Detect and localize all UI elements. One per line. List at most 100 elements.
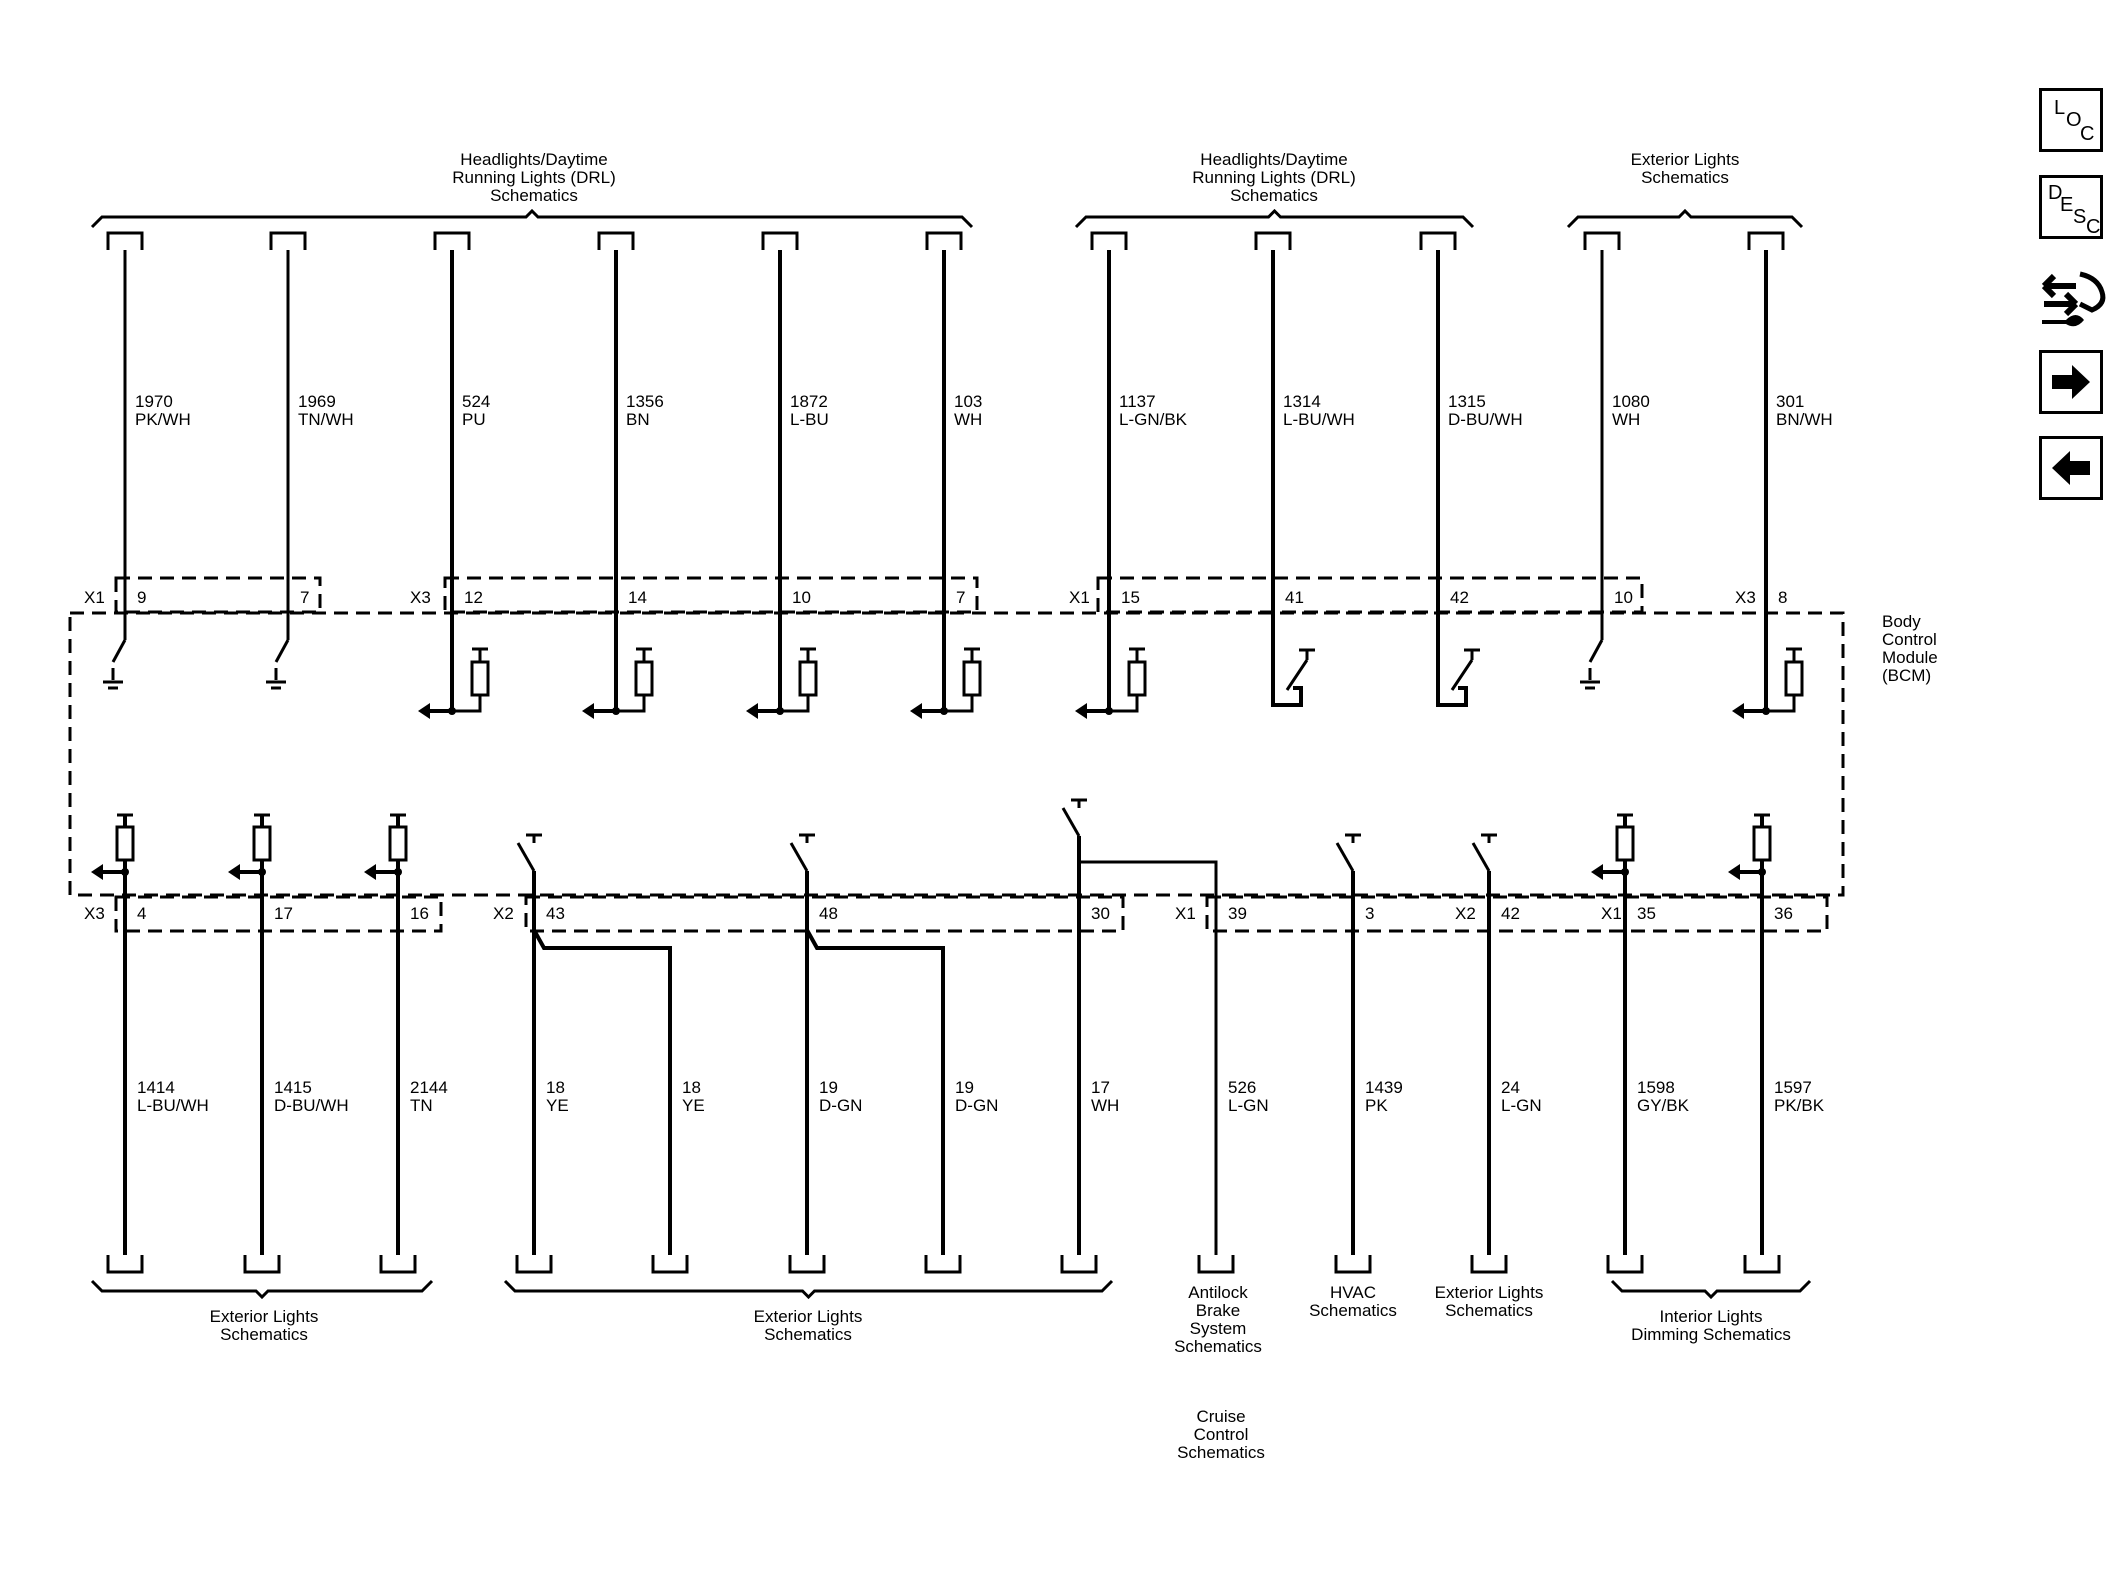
bottom-wire-color: PK/BK (1774, 1096, 1825, 1115)
bottom-wire-color: YE (682, 1096, 705, 1115)
top-wire-pin: 7 (956, 588, 965, 607)
top-wire-circuit: 1970 (135, 392, 173, 411)
junction-dot (121, 868, 129, 876)
bottom-wire-circuit: 2144 (410, 1078, 448, 1097)
bottom-terminal (1334, 1255, 1372, 1274)
footer-note-label: Control (1194, 1425, 1249, 1444)
top-wire (1271, 250, 1303, 707)
bottom-wire-circuit: 18 (546, 1078, 565, 1097)
pullup-resistor (1127, 660, 1147, 697)
bottom-harness-bracket (90, 1279, 434, 1300)
arrow-right-icon (2052, 365, 2090, 399)
pullup-link (944, 695, 974, 713)
pullup-resistor (634, 660, 654, 697)
bottom-connector-id: X2 (493, 904, 514, 923)
bottom-connector-id: X2 (1455, 904, 1476, 923)
harness-brackets (90, 208, 1812, 1300)
bottom-group-label: HVAC (1330, 1283, 1376, 1302)
bottom-terminal (379, 1255, 417, 1274)
top-terminal (925, 231, 963, 250)
top-wire-circuit: 301 (1776, 392, 1804, 411)
switch-contact (516, 842, 536, 872)
bottom-wire-branch (532, 929, 672, 1255)
bottom-wire-color: TN (410, 1096, 433, 1115)
bottom-wire-pin: 3 (1365, 904, 1374, 923)
top-connector-id: X1 (1069, 588, 1090, 607)
bcm-label-4: (BCM) (1882, 666, 1931, 685)
pullup-resistor (252, 825, 272, 862)
bottom-group-label: Exterior Lights (1435, 1283, 1544, 1302)
top-wire-color: TN/WH (298, 410, 354, 429)
top-wire-circuit: 1137 (1119, 392, 1156, 411)
top-group-label: Schematics (1230, 186, 1318, 205)
pullup-resistor (962, 660, 982, 697)
bottom-wire-color: WH (1091, 1096, 1119, 1115)
switch-contact (1285, 659, 1309, 691)
top-terminal (1583, 231, 1621, 250)
connector-x3-bottom (114, 895, 443, 933)
description-button[interactable]: D E S C (2039, 175, 2103, 239)
top-harness-bracket (1566, 208, 1804, 229)
bottom-wire-branch (1079, 860, 1218, 1255)
loc-letter-o: O (2066, 109, 2082, 131)
previous-page-button[interactable] (2039, 436, 2103, 500)
bottom-connector-id: X3 (84, 904, 105, 923)
pullup-resistor (115, 825, 135, 862)
input-arrow-head (364, 864, 376, 880)
top-wire-color: L-BU/WH (1283, 410, 1355, 429)
top-harness-bracket (1074, 208, 1475, 229)
top-terminal (1419, 231, 1457, 250)
top-group-label: Exterior Lights (1631, 150, 1740, 169)
bottom-group-label: Exterior Lights (754, 1307, 863, 1326)
pullup-link (1109, 695, 1139, 713)
bottom-wire-pin: 4 (137, 904, 146, 923)
bottom-wire-pin: 35 (1637, 904, 1656, 923)
top-terminal (1747, 231, 1785, 250)
connector-x1-top (1096, 576, 1644, 614)
bottom-wire-color: D-BU/WH (274, 1096, 349, 1115)
top-wire-pin: 42 (1450, 588, 1469, 607)
desc-letter-s: S (2073, 206, 2087, 228)
circuit-wires (91, 231, 1804, 1274)
top-wire-pin: 8 (1778, 588, 1787, 607)
bottom-wire-pin: 16 (410, 904, 429, 923)
input-arrow-head (91, 864, 103, 880)
top-wire-color: L-BU (790, 410, 829, 429)
bottom-wire-color: GY/BK (1637, 1096, 1690, 1115)
switch-contact (789, 842, 809, 872)
body-control-module: Body Control Module (BCM) (68, 576, 1938, 933)
pullup-link (452, 695, 482, 713)
pullup-resistor (1615, 825, 1635, 862)
bottom-wire-color: L-BU/WH (137, 1096, 209, 1115)
top-group-label: Running Lights (DRL) (1192, 168, 1355, 187)
top-group-label: Schematics (1641, 168, 1729, 187)
bottom-terminal (1470, 1255, 1508, 1274)
bcm-label-1: Body (1882, 612, 1921, 631)
bottom-wire-pin: 17 (274, 904, 293, 923)
top-harness-bracket (90, 208, 974, 229)
connector-tools-icon[interactable] (2036, 264, 2110, 334)
bottom-terminal (243, 1255, 281, 1274)
location-button[interactable]: L O C (2039, 88, 2103, 152)
bottom-terminal (515, 1255, 553, 1274)
top-wire-pin: 12 (464, 588, 483, 607)
top-connector-id: X3 (410, 588, 431, 607)
bottom-wire-color: D-GN (819, 1096, 862, 1115)
bcm-boundary (68, 611, 1845, 897)
bottom-wire-pin: 39 (1228, 904, 1247, 923)
bottom-wire-pin: 30 (1091, 904, 1110, 923)
input-arrow-head (418, 703, 430, 719)
top-wire-pin: 14 (628, 588, 647, 607)
bottom-terminal (1606, 1255, 1644, 1274)
input-arrow-head (1075, 703, 1087, 719)
bottom-group-label: Dimming Schematics (1631, 1325, 1791, 1344)
footer-note-label: Schematics (1177, 1443, 1265, 1462)
pullup-resistor (1752, 825, 1772, 862)
bottom-wire-circuit: 18 (682, 1078, 701, 1097)
next-page-button[interactable] (2039, 350, 2103, 414)
junction-dot (1758, 868, 1766, 876)
switch-contact (1335, 842, 1355, 872)
top-wire-circuit: 1872 (790, 392, 828, 411)
bottom-group-label: Exterior Lights (210, 1307, 319, 1326)
